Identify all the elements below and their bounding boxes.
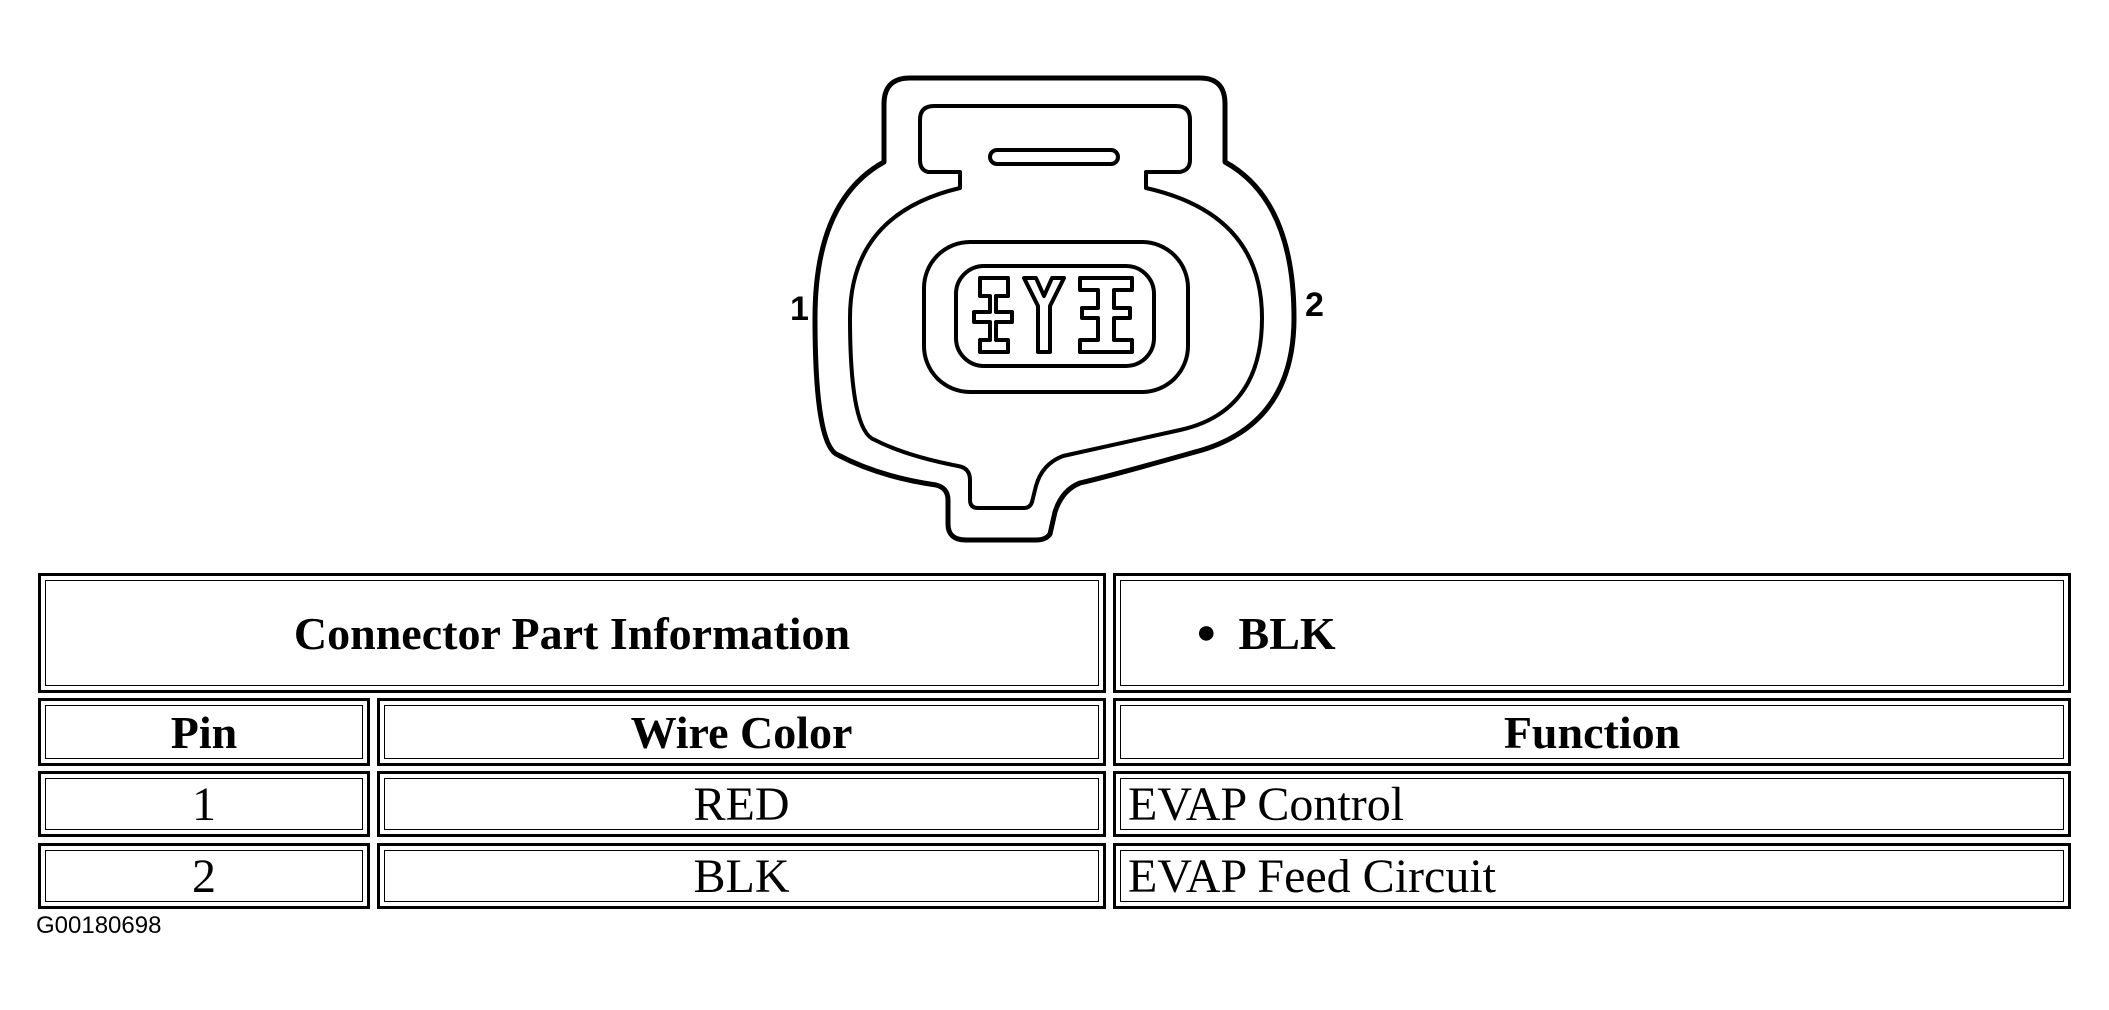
table-row-1-pin: 1 [38,771,370,837]
row-1-wire-color-value: RED [693,777,790,831]
row-1-pin-value: 1 [192,777,216,831]
column-header-function: Function [1113,698,2071,766]
table-row-2-pin: 2 [38,843,370,909]
terminal-center-shape [1022,276,1066,354]
row-2-pin-value: 2 [192,849,216,903]
part-info-cell: ● BLK [1113,573,2071,693]
table-row-1-wire-color: RED [377,771,1106,837]
table-row-2-function: EVAP Feed Circuit [1113,843,2071,909]
column-header-wire-color: Wire Color [377,698,1106,766]
connector-outline [812,75,1297,543]
column-header-wire-color-text: Wire Color [630,706,853,758]
row-1-function-value: EVAP Control [1128,777,1405,831]
terminal-1-shape [972,276,1014,354]
figure-code: G00180698 [36,912,162,939]
latch-slot [988,148,1120,166]
part-info-value: BLK [1238,607,1336,659]
terminal-cavity-inner [954,264,1156,368]
pin-label-1: 1 [790,290,809,328]
bullet-icon: ● [1196,614,1217,651]
table-row-1-function: EVAP Control [1113,771,2071,837]
table-row-2-wire-color: BLK [377,843,1106,909]
terminal-2-shape [1078,276,1134,354]
pin-label-2: 2 [1305,286,1324,324]
connector-diagram: 1 2 [790,75,1324,543]
column-header-pin-text: Pin [170,706,238,758]
table-title-text: Connector Part Information [293,607,851,659]
terminal-cavity-outer [922,240,1190,394]
column-header-pin: Pin [38,698,370,766]
row-2-function-value: EVAP Feed Circuit [1128,849,1496,903]
connector-housing-inner [848,104,1264,510]
table-title: Connector Part Information [38,573,1106,693]
row-2-wire-color-value: BLK [693,849,790,903]
column-header-function-text: Function [1503,706,1681,758]
connector-housing-outer [812,75,1297,543]
